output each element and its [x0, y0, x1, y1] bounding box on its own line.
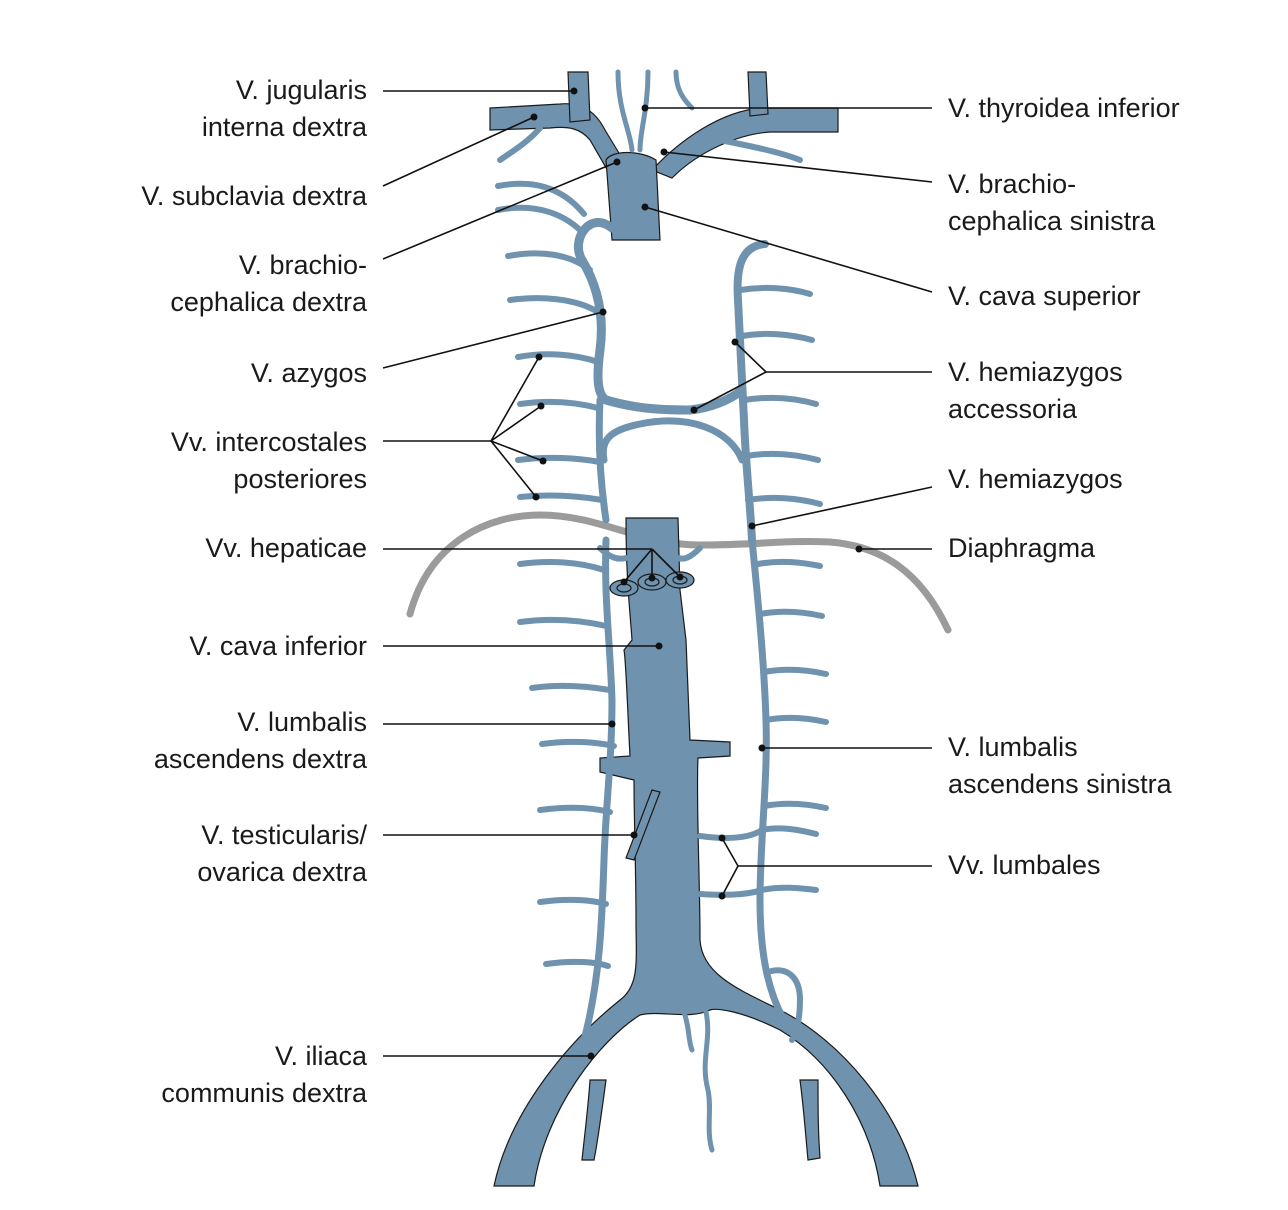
- label-vv-intercostales-posteriores: Vv. intercostales posteriores: [170, 427, 367, 494]
- label-diaphragma: Diaphragma: [948, 533, 1096, 563]
- diaphragm-arc: [406, 511, 952, 634]
- hemiazygos-system: [599, 240, 823, 544]
- label-v-cava-superior: V. cava superior: [948, 281, 1141, 311]
- label-v-azygos: V. azygos: [250, 358, 367, 388]
- label-v-hemiazygos: V. hemiazygos: [948, 464, 1123, 494]
- label-v-lumbalis-ascendens-dextra: V. lumbalis ascendens dextra: [153, 707, 367, 774]
- label-v-jugularis-interna-dextra: V. jugularis interna dextra: [201, 75, 367, 142]
- label-vv-hepaticae: Vv. hepaticae: [205, 533, 367, 563]
- label-v-brachiocephalica-sinistra: V. brachio- cephalica sinistra: [948, 169, 1156, 236]
- label-v-thyroidea-inferior: V. thyroidea inferior: [948, 93, 1180, 123]
- label-v-lumbalis-ascendens-sinistra: V. lumbalis ascendens sinistra: [948, 732, 1172, 799]
- leader-lines: [382, 90, 933, 1057]
- label-v-testicularis-ovarica-dextra: V. testicularis/ ovarica dextra: [197, 820, 367, 887]
- label-v-subclavia-dextra: V. subclavia dextra: [141, 181, 367, 211]
- label-v-hemiazygos-accessoria: V. hemiazygos accessoria: [948, 357, 1123, 424]
- lumbar-veins: [517, 536, 829, 1044]
- label-v-cava-inferior: V. cava inferior: [189, 631, 367, 661]
- label-v-brachiocephalica-dextra: V. brachio- cephalica dextra: [170, 250, 367, 317]
- label-vv-lumbales: Vv. lumbales: [948, 850, 1101, 880]
- azygos-system: [495, 180, 747, 524]
- leader-dots: [530, 87, 863, 1060]
- neck-veins: [489, 69, 839, 241]
- label-v-iliaca-communis-dextra: V. iliaca communis dextra: [161, 1041, 367, 1108]
